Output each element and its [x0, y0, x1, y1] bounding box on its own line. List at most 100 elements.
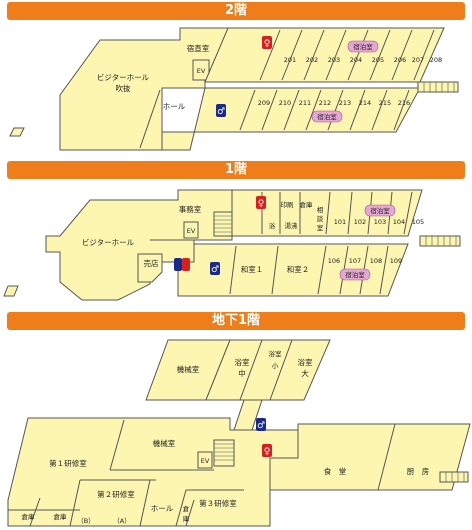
- b1-training-room-2-label: 第２研修室: [97, 489, 135, 499]
- f1-toilet-men-glyph: ♂: [211, 265, 219, 275]
- b1-bath-large-label: 浴室: [298, 357, 313, 367]
- b1-bath-large-sub: 大: [301, 368, 309, 378]
- b1-storage-2-label: 倉庫: [54, 512, 68, 521]
- f1-room-101: 101: [334, 218, 346, 226]
- f2-room-212: 212: [319, 99, 331, 107]
- floor-2f-banner: 2階: [7, 2, 465, 20]
- f2-outbuilding: [9, 127, 25, 137]
- f1-room-104: 104: [393, 218, 405, 226]
- b1-bath-small-label: 浴室: [269, 349, 283, 358]
- f2-lodging-label-north: 宿泊室: [353, 42, 373, 51]
- b1-sub-a-label: （A）: [113, 517, 130, 525]
- b1-kitchen-wall: [377, 423, 396, 491]
- f2-toilet-women-glyph: ♀: [264, 39, 271, 49]
- f2-lobby-wall: [139, 89, 161, 149]
- f2-east-stairs: [417, 81, 459, 93]
- f1-room-105: 105: [412, 218, 424, 226]
- b1-ev-label: EV: [201, 457, 210, 465]
- f1-ev-label: EV: [187, 227, 196, 235]
- b1-bath-mid-label: 浴室: [235, 357, 250, 367]
- f1-lodging-tag-north: [364, 204, 396, 217]
- floor-b1-title: 地下1階: [211, 313, 261, 328]
- b1-storage-3-label-a: 倉: [183, 504, 190, 513]
- floor-2f-plan: ♀ ♂ ビジターホール 吹抜 宿直室 EV ホール 201 202 203 20…: [9, 27, 459, 151]
- b1-training-room-3-label: 第３研修室: [199, 498, 237, 508]
- f1-storage-label: 倉庫: [300, 200, 314, 209]
- f2-north-dividers: [259, 29, 435, 81]
- floor-b1-banner: 地下1階: [7, 312, 465, 330]
- f1-lobby-label: ビジターホール: [82, 238, 135, 247]
- f1-outbuilding: [3, 285, 19, 297]
- f2-toilet-men-glyph: ♂: [217, 107, 225, 117]
- b1-bath-small-sub: 小: [272, 361, 279, 370]
- b1-machine-room-top-label: 機械室: [177, 364, 200, 374]
- f1-counsel-label-2: 談: [317, 214, 324, 223]
- b1-bath-block: [205, 339, 331, 401]
- b1-bath-wall-1: [239, 339, 263, 401]
- f2-lodging-label-south: 宿泊室: [317, 112, 337, 121]
- f1-counsel-label-1: 相: [317, 205, 324, 214]
- f2-ev-label: EV: [197, 67, 206, 75]
- f2-room-203: 203: [328, 56, 340, 64]
- b1-kitchen-label: 厨 房: [407, 466, 430, 476]
- floor-1f-plan: ♀ ♂ 事務室 EV ビジターホール 売店 印刷 倉庫 浴 湯沸 相 談 室 和…: [3, 189, 461, 301]
- f2-south-room-labels: 209 210 211 212 213 214 215 216: [258, 99, 410, 107]
- f1-room-106: 106: [328, 257, 340, 265]
- f2-room-214: 214: [359, 99, 371, 107]
- b1-toilet-men-glyph: ♂: [257, 421, 265, 431]
- f2-room-207: 207: [412, 56, 424, 64]
- f2-room-216: 216: [398, 99, 410, 107]
- b1-machine-room-label: 機械室: [153, 438, 176, 448]
- f1-counsel-label-3: 室: [317, 223, 324, 232]
- f2-north-wing: [204, 27, 445, 83]
- f2-room-201: 201: [284, 56, 296, 64]
- f2-lodging-tag-south: [311, 110, 343, 123]
- b1-toilet-women-icon: [262, 444, 272, 457]
- f2-room-215: 215: [379, 99, 391, 107]
- f1-ev-box: [183, 221, 199, 239]
- b1-stairs: [213, 439, 235, 467]
- f2-south-dividers: [239, 89, 410, 131]
- b1-bath-wall-2: [269, 339, 293, 401]
- f2-toilet-men-icon: [216, 104, 226, 117]
- b1-dining: [269, 423, 471, 491]
- floor-1f-title: 1階: [224, 162, 248, 177]
- b1-dining-label: 食 堂: [324, 466, 347, 476]
- f1-room-102: 102: [354, 218, 366, 226]
- b1-storage-1-label: 倉庫: [22, 512, 36, 521]
- b1-bath-mid-sub: 中: [238, 368, 246, 378]
- f2-room-202: 202: [306, 56, 318, 64]
- f2-north-room-labels: 201 202 203 204 205 206 207 208: [284, 56, 442, 64]
- b1-toilet-women-glyph: ♀: [264, 447, 271, 457]
- f1-lodging-tag-south: [339, 268, 371, 281]
- f1-kitchen-small-label: 湯沸: [285, 221, 299, 230]
- f1-north-room-labels: 101 102 103 104 105: [334, 218, 424, 226]
- f2-south-wing: [161, 87, 421, 151]
- b1-ev-box: [197, 451, 213, 469]
- floor-2f-title: 2階: [224, 3, 248, 18]
- f1-lodging-label-south: 宿泊室: [345, 270, 365, 279]
- f1-lodging-label-north: 宿泊室: [370, 206, 390, 215]
- f2-hall-label: ホール: [163, 102, 186, 111]
- floor-1f-banner: 1階: [7, 161, 465, 179]
- f1-room-108: 108: [370, 257, 382, 265]
- b1-hall-label: ホール: [151, 504, 174, 513]
- b1-training-room-1-label: 第１研修室: [49, 458, 87, 468]
- f1-west-block: [45, 189, 233, 301]
- f2-room-208: 208: [430, 56, 442, 64]
- floor-b1-plan: ♂ ♀ 機械室 浴室 中 浴室 小 浴室 大 機械室 EV 第１研修室 第２研修…: [7, 339, 471, 527]
- f1-toilet-pair-men-icon: [174, 258, 182, 271]
- f2-lobby-label: ビジターホール: [97, 73, 150, 82]
- f2-room-205: 205: [372, 56, 384, 64]
- f2-room-206: 206: [394, 56, 406, 64]
- f1-south-room-labels: 106 107 108 109: [328, 257, 402, 265]
- f2-room-211: 211: [299, 99, 311, 107]
- f1-toilet-women-glyph: ♀: [258, 199, 265, 209]
- f1-japanese-room-2-label: 和室２: [287, 264, 310, 274]
- f1-room-103: 103: [374, 218, 386, 226]
- f1-shop: [137, 253, 163, 283]
- f1-shop-label: 売店: [144, 258, 159, 268]
- f2-ev-box: [192, 59, 210, 81]
- f1-room-109: 109: [390, 257, 402, 265]
